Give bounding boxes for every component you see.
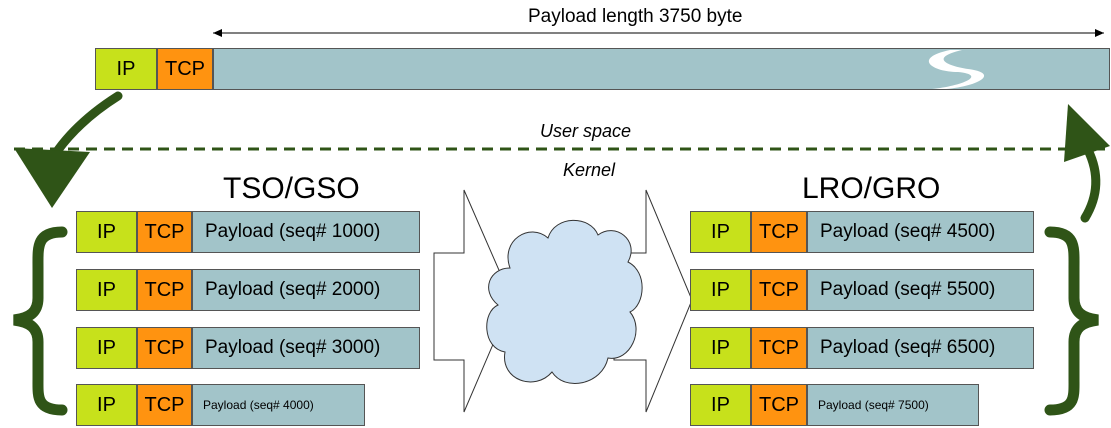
lro-gro-title: LRO/GRO [802,172,941,205]
segment-ip-header: IP [690,269,751,311]
segment-ip-header: IP [76,384,137,426]
segment-payload: Payload (seq# 3000) [192,327,420,369]
segment-payload: Payload (seq# 1000) [192,211,420,253]
segment-ip-header: IP [76,327,137,369]
top-tcp-header: TCP [157,48,213,90]
lro-hollow-arrow [613,189,693,413]
payload-length-label: Payload length 3750 byte [528,6,743,27]
segment-ip-header: IP [76,211,137,253]
segment-tcp-header: TCP [751,211,807,253]
segment-tcp-header: TCP [137,384,192,426]
network-cloud [486,219,643,384]
tso-gso-title: TSO/GSO [223,172,360,205]
length-arrow [213,29,1104,37]
segment-payload: Payload (seq# 7500) [807,384,979,426]
right-up-arrow [1064,104,1110,223]
segment-tcp-header: TCP [751,384,807,426]
top-ip-header: IP [95,48,157,90]
kernel-label: Kernel [563,160,616,180]
segment-payload: Payload (seq# 5500) [807,269,1034,311]
segment-payload: Payload (seq# 4000) [192,384,365,426]
left-down-arrow [14,91,123,208]
segment-tcp-header: TCP [137,327,192,369]
segment-payload: Payload (seq# 4500) [807,211,1034,253]
tso-hollow-arrow [433,189,513,413]
top-payload [213,48,1110,90]
segment-ip-header: IP [690,327,751,369]
segment-ip-header: IP [690,211,751,253]
segment-payload: Payload (seq# 6500) [807,327,1034,369]
segment-tcp-header: TCP [751,269,807,311]
segment-tcp-header: TCP [137,269,192,311]
segment-payload: Payload (seq# 2000) [192,269,420,311]
user-space-label: User space [540,121,632,141]
segment-tcp-header: TCP [137,211,192,253]
right-brace [1044,226,1099,416]
segment-ip-header: IP [690,384,751,426]
left-brace [13,226,68,416]
segment-tcp-header: TCP [751,327,807,369]
segment-ip-header: IP [76,269,137,311]
